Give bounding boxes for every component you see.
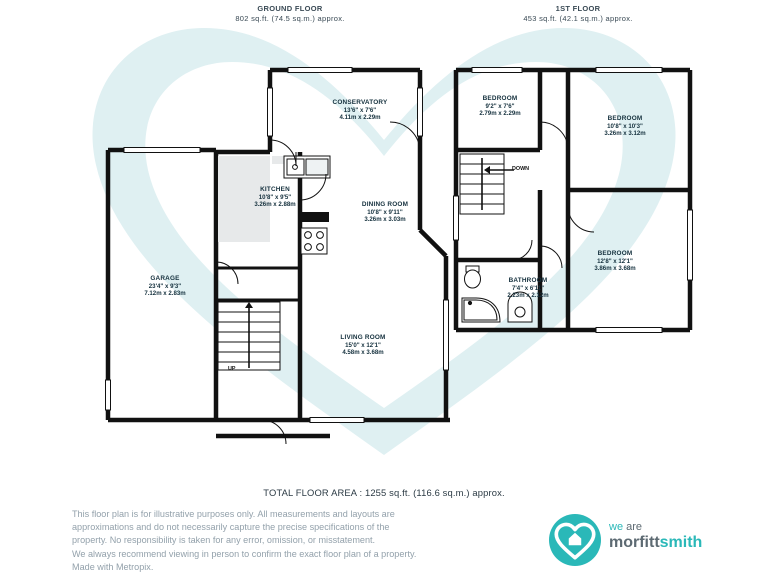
brand-smith: smith [659, 534, 703, 551]
room-dimensions-imperial: 10'8" x 9'11" [367, 208, 403, 216]
floor-title-first: 1ST FLOOR 453 sq.ft. (42.1 sq.m.) approx… [478, 4, 678, 23]
disclaimer-block: This floor plan is for illustrative purp… [72, 508, 502, 574]
room-dimensions-imperial: 10'8" x 10'3" [607, 122, 643, 130]
room-dimensions-metric: 3.26m x 3.12m [604, 130, 646, 138]
stair-label-down: DOWN [512, 166, 530, 172]
room-dimensions-imperial: 13'6" x 7'6" [343, 106, 377, 114]
room-dimensions-metric: 3.26m x 2.88m [254, 201, 296, 209]
total-floor-area: TOTAL FLOOR AREA : 1255 sq.ft. (116.6 sq… [263, 487, 505, 498]
room-name: GARAGE [150, 275, 180, 282]
room-dimensions-metric: 3.86m x 3.68m [594, 265, 636, 273]
disclaimer-line-4: We always recommend viewing in person to… [72, 548, 417, 559]
room-dimensions-imperial: 10'8" x 9'5" [258, 193, 292, 201]
room-name: BEDROOM [607, 115, 643, 122]
disclaimer-line-3: property. No responsibility is taken for… [72, 535, 376, 546]
brand-we: we [609, 521, 624, 533]
room-dimensions-metric: 4.58m x 3.68m [342, 349, 384, 357]
room-dimensions-imperial: 7'4" x 6'11" [511, 284, 545, 292]
room-name: LIVING ROOM [340, 334, 386, 341]
room-dimensions-metric: 2.79m x 2.29m [479, 110, 521, 118]
room-name: BEDROOM [597, 250, 633, 257]
room-label-kitchen: KITCHEN 10'8" x 9'5" 3.26m x 2.88m [220, 186, 330, 209]
floor-area-ground: 802 sq.ft. (74.5 sq.m.) approx. [235, 13, 345, 23]
brand-logo: we are morfittsmith [549, 512, 709, 570]
room-dimensions-imperial: 15'0" x 12'1" [345, 341, 381, 349]
room-label-living-room: LIVING ROOM 15'0" x 12'1" 4.58m x 3.68m [308, 334, 418, 357]
room-dimensions-metric: 2.23m x 2.12m [507, 292, 549, 300]
brand-morfitt: morfitt [609, 534, 660, 551]
disclaimer-line-1: This floor plan is for illustrative purp… [72, 509, 395, 519]
room-label-conservatory: CONSERVATORY 13'6" x 7'6" 4.11m x 2.29m [300, 99, 420, 122]
room-label-garage: GARAGE 23'4" x 9'3" 7.12m x 2.83m [110, 275, 220, 298]
heart-pin-logo-icon [549, 514, 601, 566]
room-dimensions-imperial: 12'8" x 12'1" [597, 257, 633, 265]
floor-plan-drawing [105, 67, 693, 445]
room-label-bathroom: BATHROOM 7'4" x 6'11" 2.23m x 2.12m [482, 277, 574, 300]
brand-logo-line-1: we are [609, 521, 702, 534]
disclaimer-line-2: approximations and do not necessarily ca… [72, 522, 390, 533]
room-dimensions-metric: 7.12m x 2.83m [144, 290, 186, 298]
disclaimer-line-5: Made with Metropix. [72, 561, 154, 572]
room-dimensions-metric: 4.11m x 2.29m [339, 114, 381, 122]
floor-title-ground: GROUND FLOOR 802 sq.ft. (74.5 sq.m.) app… [180, 4, 400, 23]
room-dimensions-imperial: 23'4" x 9'3" [148, 282, 182, 290]
room-label-bedroom-3: BEDROOM 12'8" x 12'1" 3.86m x 3.68m [568, 250, 662, 273]
room-label-bedroom-1: BEDROOM 9'2" x 7'6" 2.79m x 2.29m [455, 95, 545, 118]
floor-area-first: 453 sq.ft. (42.1 sq.m.) approx. [523, 13, 633, 23]
room-dimensions-metric: 3.26m x 3.03m [364, 216, 406, 224]
room-name: BEDROOM [482, 95, 518, 102]
brand-logo-text: we are morfittsmith [609, 521, 702, 552]
stair-label-up: UP [228, 366, 236, 372]
floor-title-first-label: 1ST FLOOR [555, 4, 601, 13]
room-name: DINING ROOM [361, 201, 409, 208]
room-dimensions-imperial: 9'2" x 7'6" [485, 102, 515, 110]
brand-logo-line-2: morfittsmith [609, 534, 702, 552]
room-name: KITCHEN [260, 186, 290, 193]
brand-are: are [626, 521, 643, 533]
floor-title-ground-label: GROUND FLOOR [257, 4, 323, 13]
room-name: BATHROOM [508, 277, 548, 284]
room-label-bedroom-2: BEDROOM 10'8" x 10'3" 3.26m x 3.12m [578, 115, 672, 138]
room-name: CONSERVATORY [332, 99, 388, 106]
room-label-dining-room: DINING ROOM 10'8" x 9'11" 3.26m x 3.03m [330, 201, 440, 224]
